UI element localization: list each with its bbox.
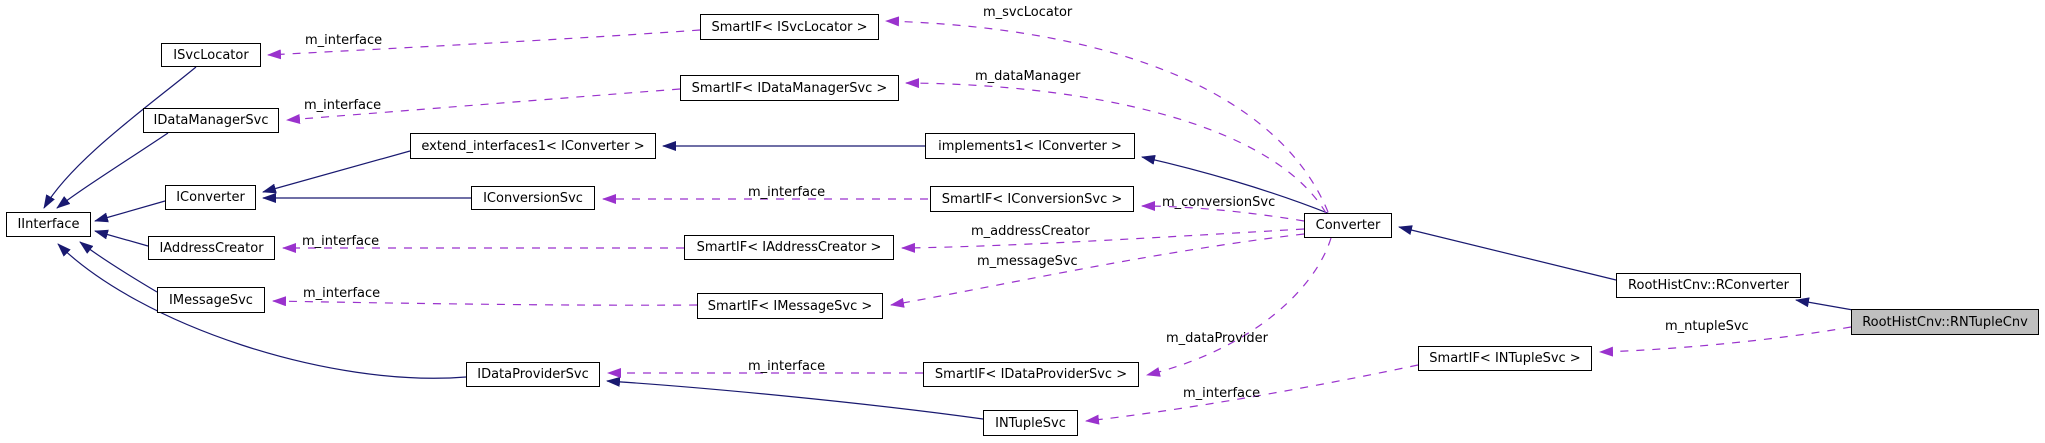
node-roothistcnv-rntuplecnv: RootHistCnv::RNTupleCnv xyxy=(1851,309,2039,335)
node-smartif-intuplesvc[interactable]: SmartIF< INTupleSvc > xyxy=(1418,346,1592,371)
edge-smartif-imessagesvc-imessagesvc xyxy=(272,296,698,307)
edge-smartif-intuplesvc-intuplesvc xyxy=(1085,364,1419,425)
edge-converter-smartif-iaddresscreator xyxy=(901,228,1305,253)
node-roothistcnv-rconverter[interactable]: RootHistCnv::RConverter xyxy=(1616,273,1801,298)
node-implements1[interactable]: implements1< IConverter > xyxy=(925,133,1135,159)
node-smartif-imessagesvc[interactable]: SmartIF< IMessageSvc > xyxy=(697,293,883,319)
node-smartif-idatamanagersvc[interactable]: SmartIF< IDataManagerSvc > xyxy=(680,75,899,101)
edge-label-m-interface-isvclocator: m_interface xyxy=(305,33,383,48)
edge-idataprovidersvc-iinterface xyxy=(57,243,467,379)
edge-label-m-interface-idatamanagersvc: m_interface xyxy=(304,98,382,113)
node-idatamanagersvc[interactable]: IDataManagerSvc xyxy=(143,108,279,133)
edge-converter-smartif-imessagesvc xyxy=(890,233,1305,308)
edge-smartif-idatamanagersvc-idatamanagersvc xyxy=(286,88,681,124)
edge-converter-smartif-idataprovidersvc xyxy=(1146,237,1332,377)
node-extend-interfaces1[interactable]: extend_interfaces1< IConverter > xyxy=(410,133,656,159)
node-converter[interactable]: Converter xyxy=(1304,213,1392,238)
edge-label-m-interface-imessagesvc: m_interface xyxy=(303,286,381,301)
node-smartif-idataprovidersvc[interactable]: SmartIF< IDataProviderSvc > xyxy=(923,362,1139,387)
edge-label-m-svclocator: m_svcLocator xyxy=(983,5,1073,20)
edge-iaddresscreator-iinterface xyxy=(94,229,149,247)
edge-label-m-dataprovider: m_dataProvider xyxy=(1166,331,1268,346)
edge-isvclocator-iinterface xyxy=(43,66,197,209)
edge-label-m-messagesvc: m_messageSvc xyxy=(977,254,1078,269)
edge-intuplesvc-idataprovidersvc xyxy=(606,376,984,420)
edge-imessagesvc-iinterface xyxy=(79,241,158,293)
node-smartif-iaddresscreator[interactable]: SmartIF< IAddressCreator > xyxy=(684,235,894,260)
node-iconverter[interactable]: IConverter xyxy=(165,185,256,210)
node-idataprovidersvc[interactable]: IDataProviderSvc xyxy=(466,362,600,387)
node-iinterface[interactable]: IInterface xyxy=(6,212,91,237)
edge-converter-implements1 xyxy=(1141,154,1331,215)
edge-rntuplecnv-smartif-intuplesvc xyxy=(1599,326,1852,357)
edge-converter-smartif-isvclocator xyxy=(885,16,1329,213)
edge-label-m-conversionsvc: m_conversionSvc xyxy=(1162,195,1276,210)
edge-converter-smartif-iconversionsvc xyxy=(1141,201,1305,222)
edge-converter-smartif-idatamanagersvc xyxy=(905,78,1327,214)
edge-rconverter-converter xyxy=(1398,225,1617,281)
edge-extendinterfaces1-iconverter xyxy=(262,150,411,194)
edge-label-m-interface-iaddresscreator: m_interface xyxy=(302,234,380,249)
edge-label-m-interface-idataprovidersvc: m_interface xyxy=(748,359,826,374)
edge-smartif-isvclocator-isvclocator xyxy=(267,29,701,60)
node-iaddresscreator[interactable]: IAddressCreator xyxy=(148,236,275,260)
node-iconversionsvc[interactable]: IConversionSvc xyxy=(471,186,595,210)
node-imessagesvc[interactable]: IMessageSvc xyxy=(157,287,265,313)
edge-label-m-datamanager: m_dataManager xyxy=(975,69,1081,84)
edge-idatamanagersvc-iinterface xyxy=(56,132,169,209)
edge-label-m-addresscreator: m_addressCreator xyxy=(971,224,1090,239)
edge-label-m-ntuplesvc: m_ntupleSvc xyxy=(1665,319,1749,334)
edge-rntuplecnv-rconverter xyxy=(1795,297,1854,311)
node-isvclocator[interactable]: ISvcLocator xyxy=(161,43,261,67)
node-smartif-isvclocator[interactable]: SmartIF< ISvcLocator > xyxy=(700,14,879,40)
edge-label-m-interface-iconversionsvc: m_interface xyxy=(748,185,826,200)
edge-iconverter-iinterface xyxy=(94,200,166,223)
node-smartif-iconversionsvc[interactable]: SmartIF< IConversionSvc > xyxy=(930,186,1134,212)
edge-label-m-interface-intuplesvc: m_interface xyxy=(1183,386,1261,401)
node-intuplesvc[interactable]: INTupleSvc xyxy=(983,410,1078,436)
